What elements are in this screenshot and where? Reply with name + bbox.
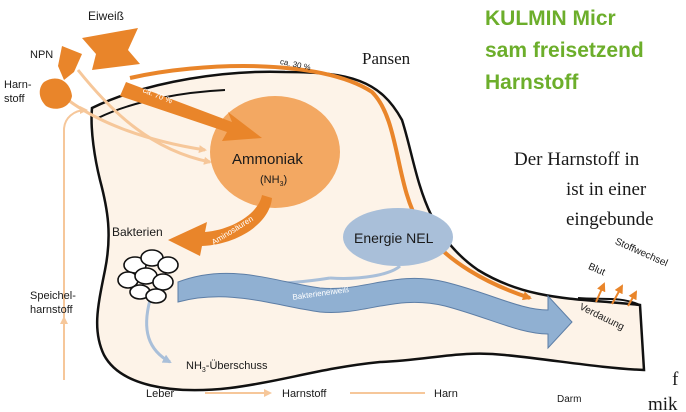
- stoffwechsel-arrow-2: [612, 286, 622, 304]
- label-harnstoff-line2: stoff: [4, 93, 26, 105]
- label-bakterien: Bakterien: [112, 225, 163, 239]
- body-text-line5: mik: [648, 395, 678, 412]
- label-nh3: (NH3): [260, 174, 287, 188]
- label-pansen: Pansen: [362, 49, 411, 68]
- label-leber: Leber: [146, 388, 174, 400]
- label-harnstoff-line1: Harn-: [4, 79, 32, 91]
- body-text-line3: eingebunde: [566, 210, 654, 229]
- label-eiweiss: Eiweiß: [88, 9, 124, 23]
- label-speichel-line2: harnstoff: [30, 304, 74, 316]
- label-ammoniak: Ammoniak: [232, 151, 303, 168]
- body-text-line1: Der Harnstoff in: [514, 150, 639, 169]
- headline-line2: sam freisetzend: [485, 40, 644, 61]
- headline-line1: KULMIN Micr: [485, 8, 616, 29]
- body-text-line2: ist in einer: [566, 180, 646, 199]
- label-speichel-line1: Speichel-: [30, 290, 76, 302]
- headline-line3: Harnstoff: [485, 72, 578, 93]
- speichel-return-line: [64, 110, 86, 380]
- label-blut: Blut: [586, 261, 606, 278]
- label-nh3-ueberschuss: NH3-Überschuss: [186, 360, 268, 374]
- eiweiss-shape: [82, 28, 140, 70]
- label-harnstoff-bottom: Harnstoff: [282, 388, 327, 400]
- label-npn: NPN: [30, 49, 53, 61]
- body-text-line4: f: [672, 370, 678, 389]
- label-darm: Darm: [557, 394, 581, 405]
- label-harn: Harn: [434, 388, 458, 400]
- npn-shape: [58, 46, 82, 80]
- label-energie-nel: Energie NEL: [354, 230, 434, 246]
- harnstoff-shape: [40, 78, 72, 108]
- label-stoffwechsel: Stoffwechsel: [613, 236, 669, 269]
